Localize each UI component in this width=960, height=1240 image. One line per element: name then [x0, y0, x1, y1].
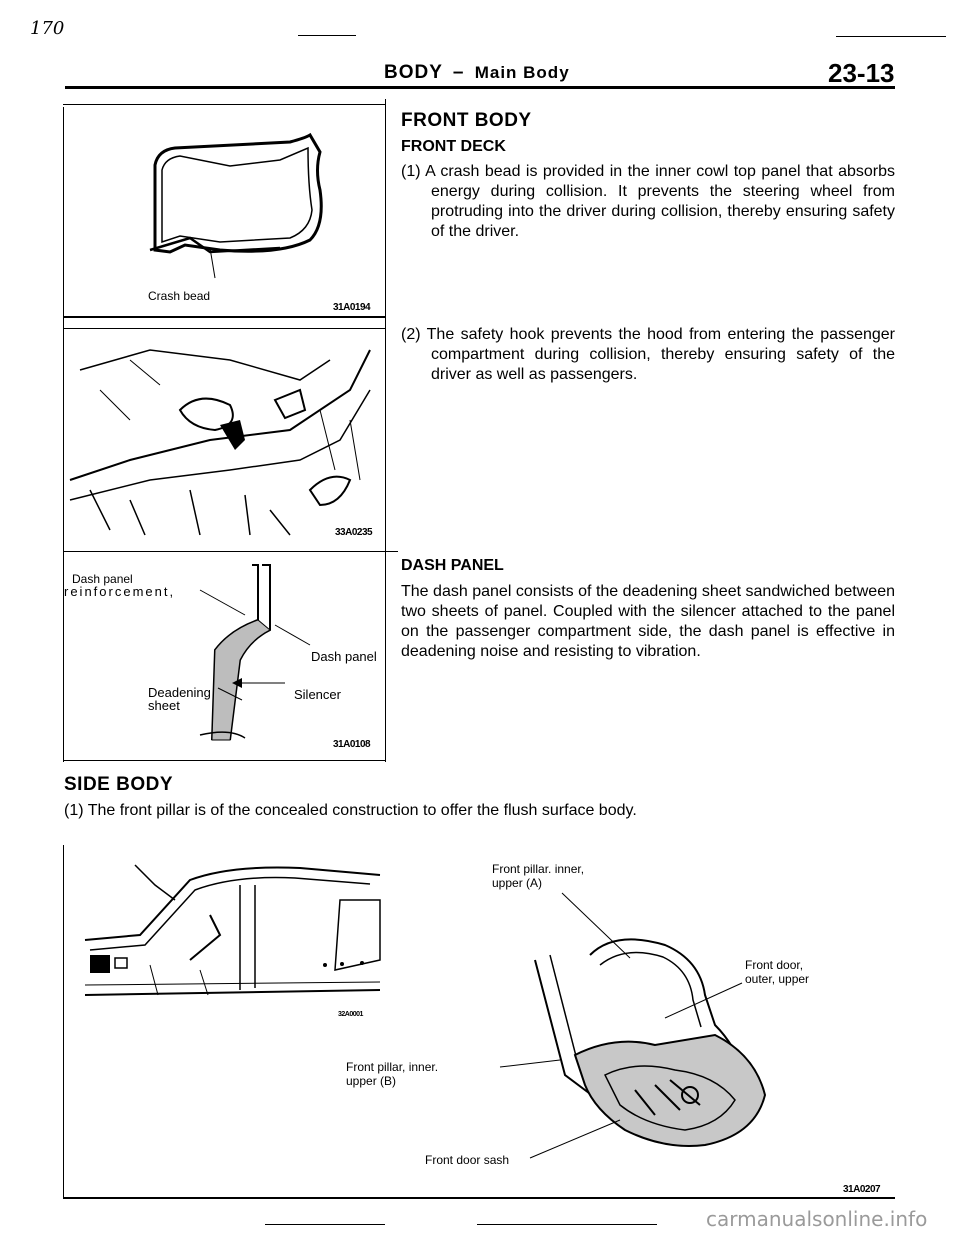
label-dash-panel-reinforcement-1: Dash panel [72, 572, 133, 586]
front-deck-item-2: (2) The safety hook prevents the hood fr… [401, 325, 895, 385]
label-front-pillar-upper-b-1: Front pillar, inner. [346, 1060, 439, 1074]
footer-rule-1 [265, 1224, 385, 1225]
header-right-rule [836, 36, 946, 37]
fig-col-left-border-top [63, 107, 64, 762]
watermark: carmanualsonline.info [706, 1207, 928, 1231]
header-dash: – [452, 62, 465, 83]
fig3-code: 31A0108 [333, 739, 371, 750]
safety-hook-illustration [69, 349, 371, 536]
label-deadening-2: sheet [148, 698, 180, 713]
crash-bead-illustration [149, 132, 323, 279]
dash-panel-illustration [199, 564, 311, 741]
fig2-top-rule-2 [63, 328, 385, 329]
front-deck-heading: FRONT DECK [401, 138, 506, 155]
dash-panel-heading: DASH PANEL [401, 557, 504, 574]
label-silencer: Silencer [294, 687, 341, 702]
label-front-pillar-upper-a-1: Front pillar. inner, [492, 862, 585, 876]
fig3-top-rule [63, 551, 398, 552]
label-crash-bead: Crash bead [148, 289, 211, 303]
front-deck-item-1: (1) A crash bead is provided in the inne… [401, 162, 895, 242]
header-subtitle: Main Body [474, 63, 570, 82]
front-deck-item-1-text: (1) A crash bead is provided in the inne… [401, 163, 895, 240]
footer-rule-2 [477, 1224, 657, 1225]
fig3-bottom-rule [63, 760, 385, 761]
car-side-illustration [84, 864, 381, 996]
handwritten-page-mark: 170 [30, 18, 65, 39]
front-body-title: FRONT BODY [401, 110, 532, 131]
fig2-code: 33A0235 [335, 527, 373, 538]
page-number: 23-13 [828, 58, 895, 88]
fig4-left-border [63, 845, 64, 1197]
fig4-small-code: 32A0001 [338, 1011, 363, 1018]
fig2-top-rule [63, 316, 385, 318]
label-front-pillar-upper-a-2: upper (A) [492, 876, 543, 890]
header-section: BODY [384, 62, 443, 83]
side-body-item-1: (1) The front pillar is of the concealed… [64, 802, 637, 819]
label-dash-panel-reinforcement-2: reinforcement, [64, 584, 176, 599]
header-thick-rule [65, 86, 895, 89]
label-dash-panel: Dash panel [311, 649, 377, 664]
fig1-top-rule [63, 104, 385, 105]
fig-col-right-border [385, 99, 386, 762]
label-front-door-sash: Front door sash [425, 1153, 510, 1167]
dash-panel-body: The dash panel consists of the deadening… [401, 583, 895, 660]
front-deck-item-2-text: (2) The safety hook prevents the hood fr… [401, 326, 895, 383]
fig4-code: 31A0207 [843, 1184, 881, 1195]
header-short-rule [298, 35, 356, 36]
front-pillar-illustration [534, 938, 767, 1147]
label-deadening-1: Deadening [148, 685, 211, 700]
header-title: BODY – Main Body [384, 62, 570, 84]
footer-thick-rule [63, 1197, 895, 1199]
side-body-title: SIDE BODY [64, 774, 174, 795]
label-front-pillar-upper-b-2: upper (B) [346, 1074, 397, 1088]
label-front-door-outer-1: Front door, [745, 958, 804, 972]
fig1-code: 31A0194 [333, 302, 371, 313]
label-front-door-outer-2: outer, upper [745, 972, 810, 986]
